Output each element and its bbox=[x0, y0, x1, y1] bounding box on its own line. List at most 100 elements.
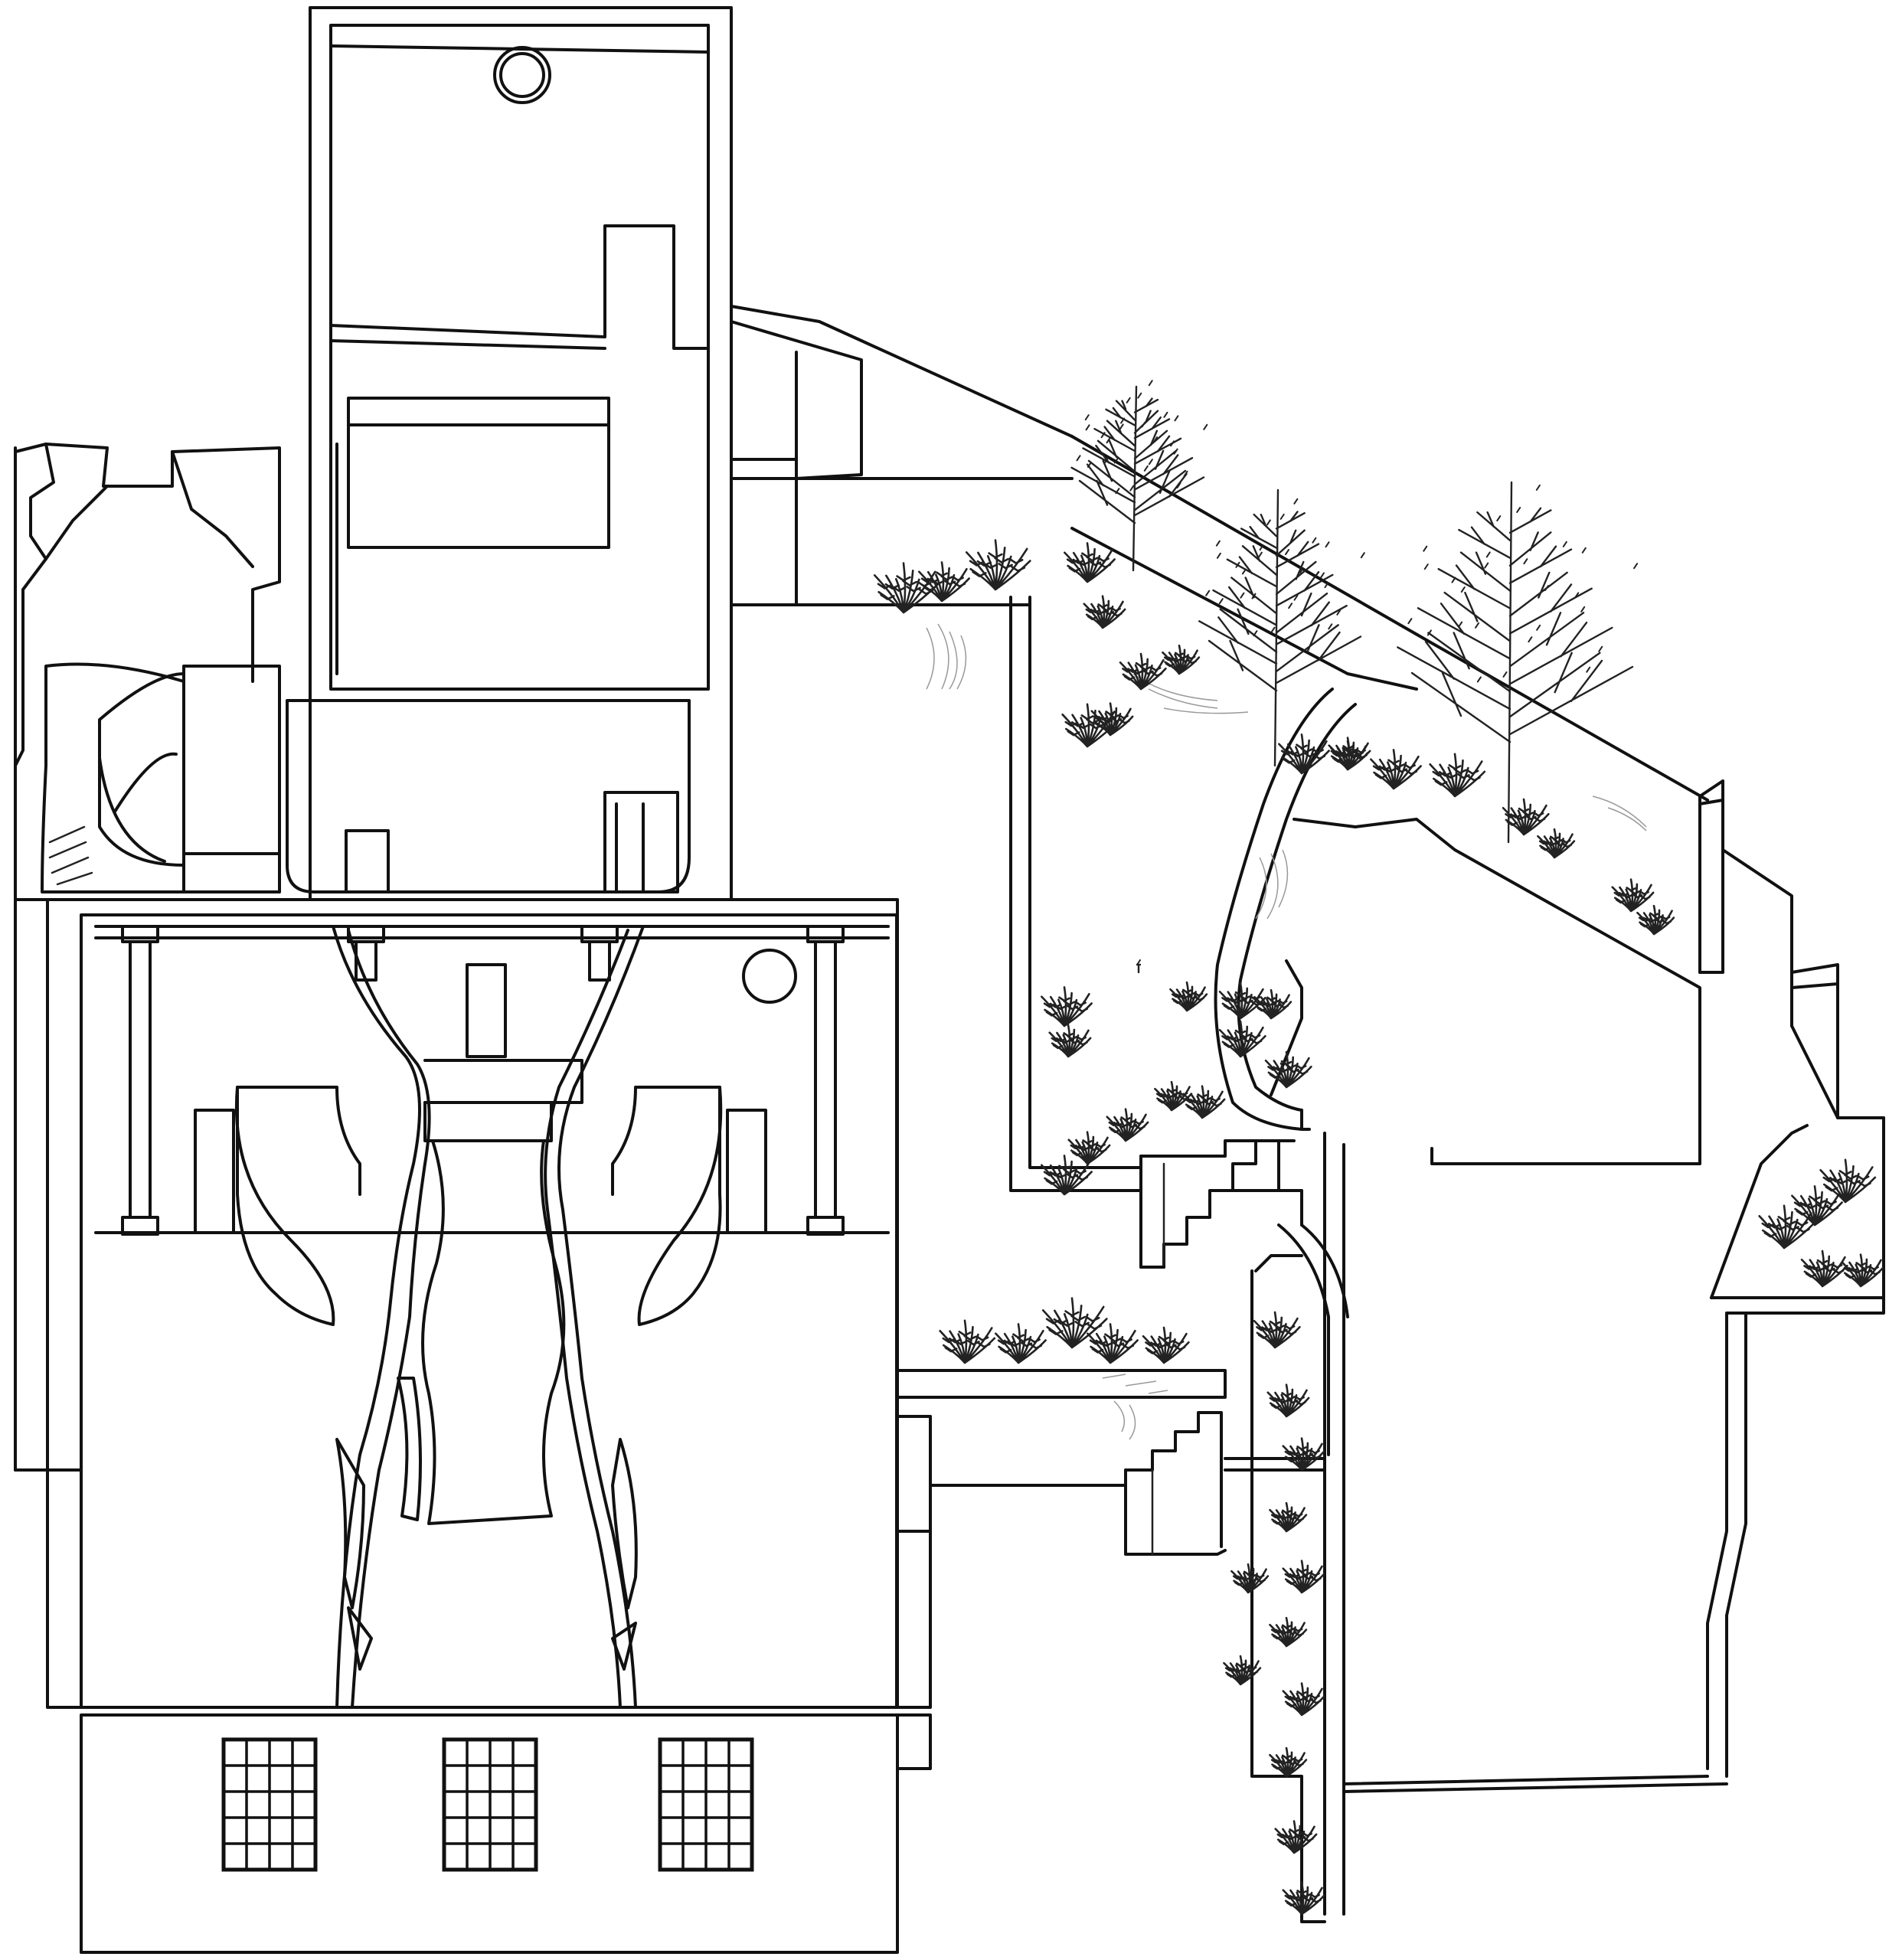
sculpture-ribbon-right-inner bbox=[544, 929, 629, 1709]
shrub bbox=[1230, 1563, 1270, 1594]
hatch-east-garden bbox=[1592, 795, 1647, 831]
column bbox=[347, 925, 385, 982]
shrub bbox=[1370, 749, 1422, 790]
shrub bbox=[1154, 1080, 1193, 1112]
tower-round-window bbox=[493, 46, 551, 104]
shrub bbox=[1090, 702, 1134, 737]
sculpture-slat bbox=[397, 1377, 422, 1521]
tree bbox=[1070, 380, 1208, 572]
lower-stair bbox=[1124, 1411, 1326, 1556]
garden-enclosure-top bbox=[1354, 818, 1701, 1165]
shrub bbox=[1064, 542, 1116, 583]
shrub bbox=[918, 561, 970, 603]
base-wall bbox=[80, 1706, 899, 1954]
shrub bbox=[1269, 1746, 1308, 1778]
left-chamber-east-wall bbox=[44, 443, 281, 683]
shrub bbox=[1269, 1501, 1308, 1533]
shrub bbox=[1253, 988, 1293, 1020]
tower-inner-wall bbox=[329, 24, 710, 691]
shrub bbox=[1041, 986, 1093, 1027]
shrub bbox=[1119, 652, 1167, 691]
shrub bbox=[995, 1323, 1047, 1364]
shrub bbox=[1282, 1881, 1325, 1916]
shrub bbox=[1162, 644, 1201, 675]
shrub bbox=[1819, 1158, 1877, 1204]
shrub bbox=[1282, 1437, 1325, 1472]
colonnade bbox=[121, 925, 845, 1236]
roof-slope-block bbox=[730, 320, 863, 480]
hall-balcony bbox=[423, 1059, 583, 1104]
windows bbox=[221, 1737, 754, 1872]
hall-round-window bbox=[742, 949, 797, 1004]
sculpture-fold-left-top bbox=[236, 1086, 361, 1196]
shrub bbox=[1083, 595, 1126, 629]
roof-slope-upper bbox=[730, 305, 1074, 438]
lower-terrace bbox=[896, 1369, 1227, 1770]
shrub bbox=[1636, 904, 1675, 936]
shrub bbox=[1266, 1383, 1310, 1418]
shrub bbox=[1800, 1250, 1848, 1288]
base-wall-face bbox=[80, 1713, 899, 1954]
sculpture-strip-right bbox=[611, 1438, 638, 1609]
hall-door-left bbox=[194, 1109, 235, 1234]
left-stair-chamber bbox=[14, 443, 725, 901]
upper-stair-profile bbox=[1139, 1139, 1303, 1269]
shrub bbox=[1282, 1682, 1325, 1717]
window bbox=[442, 1737, 538, 1872]
tower-outer-wall bbox=[309, 6, 733, 901]
main-hall bbox=[14, 898, 899, 1709]
window bbox=[221, 1737, 318, 1872]
tree bbox=[1198, 488, 1365, 767]
sculpture-ribbon-left-inner bbox=[347, 929, 431, 1709]
sculpture-strip-left bbox=[335, 1438, 365, 1609]
garden-pier-top bbox=[1698, 799, 1724, 974]
tower-upper-floor bbox=[329, 224, 710, 350]
shrub bbox=[1758, 1204, 1815, 1250]
shrub bbox=[1106, 1108, 1149, 1142]
upper-terrace-wall-inner bbox=[1028, 603, 1142, 1169]
tree bbox=[1136, 959, 1142, 974]
shrub bbox=[1067, 1131, 1111, 1165]
garden-pier-cap bbox=[1698, 779, 1724, 805]
twisting-sculpture bbox=[234, 925, 723, 1709]
lower-terrace-buttress bbox=[896, 1713, 932, 1770]
garden-pier2 bbox=[1836, 982, 1885, 1119]
garden-east-slope bbox=[1790, 1024, 1839, 1119]
narrow-planter-shaft bbox=[1250, 1269, 1326, 1923]
garden-floor-inner bbox=[1342, 1782, 1728, 1793]
upper-stair bbox=[1139, 1139, 1303, 1269]
left-chamber-west-wall bbox=[14, 443, 55, 767]
hatch-upper-bank bbox=[926, 623, 967, 690]
garden-planting-edge bbox=[1710, 1124, 1809, 1299]
main-hall-inner bbox=[80, 913, 898, 1709]
shrub bbox=[1087, 1323, 1139, 1364]
column bbox=[580, 925, 619, 982]
shrub bbox=[1041, 1297, 1108, 1349]
hall-balcony-lower bbox=[423, 1101, 553, 1142]
shrub bbox=[1278, 733, 1330, 775]
shrub bbox=[1142, 1326, 1190, 1364]
hall-upper-door bbox=[466, 963, 507, 1058]
garden-pier2-cap bbox=[1790, 963, 1839, 989]
garden-slope-mid bbox=[1070, 527, 1418, 691]
sculpture-ribbon-right-outer bbox=[557, 925, 645, 1709]
vegetation bbox=[873, 380, 1884, 1916]
left-chamber-vault bbox=[171, 450, 254, 568]
sculpture-fold-left bbox=[234, 1086, 335, 1326]
lower-curved-wall bbox=[1277, 1223, 1330, 1456]
column bbox=[806, 925, 845, 1236]
sculpture-ribbon-left-outer bbox=[332, 925, 421, 1709]
spiral-stair-treads bbox=[48, 825, 93, 886]
window bbox=[658, 1737, 754, 1872]
tower bbox=[309, 6, 733, 901]
planter-soil-hatch bbox=[1102, 1374, 1168, 1440]
garden-floor bbox=[1342, 1775, 1709, 1785]
spiral-stair-rail bbox=[113, 752, 178, 813]
tree bbox=[1397, 481, 1639, 844]
lower-terrace-step bbox=[896, 1484, 932, 1533]
stair-landing-block bbox=[182, 665, 281, 893]
left-chamber-vault-west bbox=[44, 485, 109, 560]
sculpture-central-path bbox=[421, 1139, 566, 1525]
shrub bbox=[1611, 878, 1655, 913]
planter-ledge bbox=[896, 1369, 1227, 1399]
